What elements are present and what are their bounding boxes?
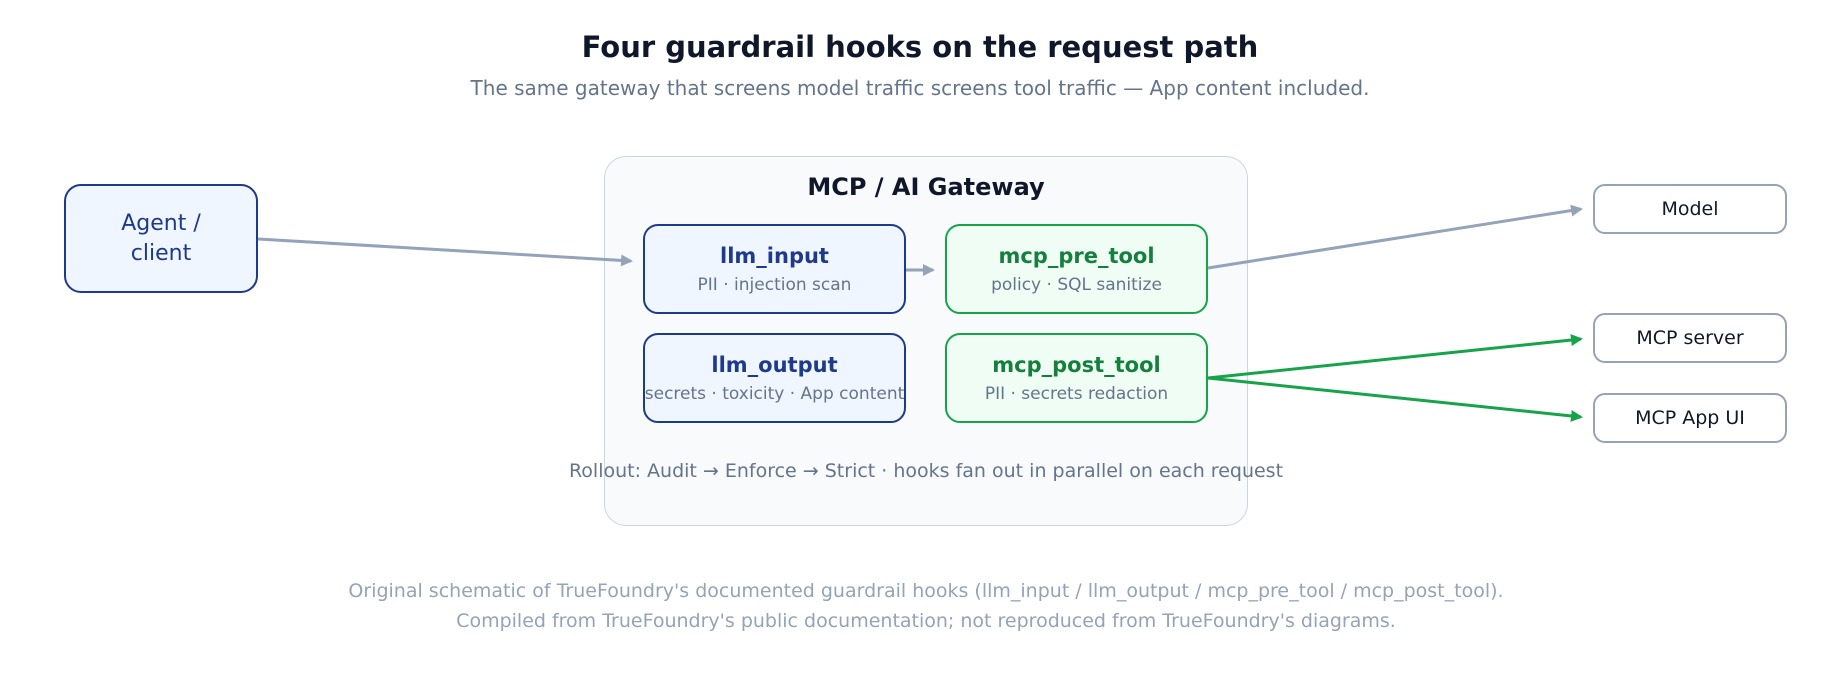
rollout-note: Rollout: Audit → Enforce → Strict · hook… xyxy=(568,460,1284,482)
arrow-mcp-post-tool-to-mcp-app-ui xyxy=(1207,376,1583,422)
hook-llm-input: llm_input PII · injection scan xyxy=(643,224,906,314)
hook-name: llm_input xyxy=(720,243,829,268)
hook-name: mcp_pre_tool xyxy=(998,243,1155,268)
hook-name: mcp_post_tool xyxy=(992,352,1161,377)
target-mcp-server: MCP server xyxy=(1593,313,1787,363)
arrow-mcp-post-tool-to-mcp-server xyxy=(1207,334,1583,380)
target-mcp-app-ui: MCP App UI xyxy=(1593,393,1787,443)
hook-description: secrets · toxicity · App content xyxy=(644,383,905,404)
hook-description: PII · secrets redaction xyxy=(984,383,1169,404)
hook-name: llm_output xyxy=(711,352,838,377)
hook-description: PII · injection scan xyxy=(697,274,852,295)
agent-client-node: Agent / client xyxy=(64,184,258,293)
hook-description: policy · SQL sanitize xyxy=(991,274,1162,295)
hook-mcp-post-tool: mcp_post_tool PII · secrets redaction xyxy=(945,333,1208,423)
footnote-1: Original schematic of TrueFoundry's docu… xyxy=(348,580,1504,602)
gateway-title: MCP / AI Gateway xyxy=(807,173,1045,201)
hook-llm-output: llm_output secrets · toxicity · App cont… xyxy=(643,333,906,423)
target-model: Model xyxy=(1593,184,1787,234)
diagram-subtitle: The same gateway that screens model traf… xyxy=(470,76,1370,100)
arrow-mcp-pre-tool-to-model xyxy=(1207,204,1583,270)
diagram-title: Four guardrail hooks on the request path xyxy=(581,30,1259,64)
arrow-agent-to-llm-input xyxy=(257,237,633,267)
hook-mcp-pre-tool: mcp_pre_tool policy · SQL sanitize xyxy=(945,224,1208,314)
footnote-2: Compiled from TrueFoundry's public docum… xyxy=(456,610,1396,632)
agent-client-label: Agent / client xyxy=(121,210,201,266)
